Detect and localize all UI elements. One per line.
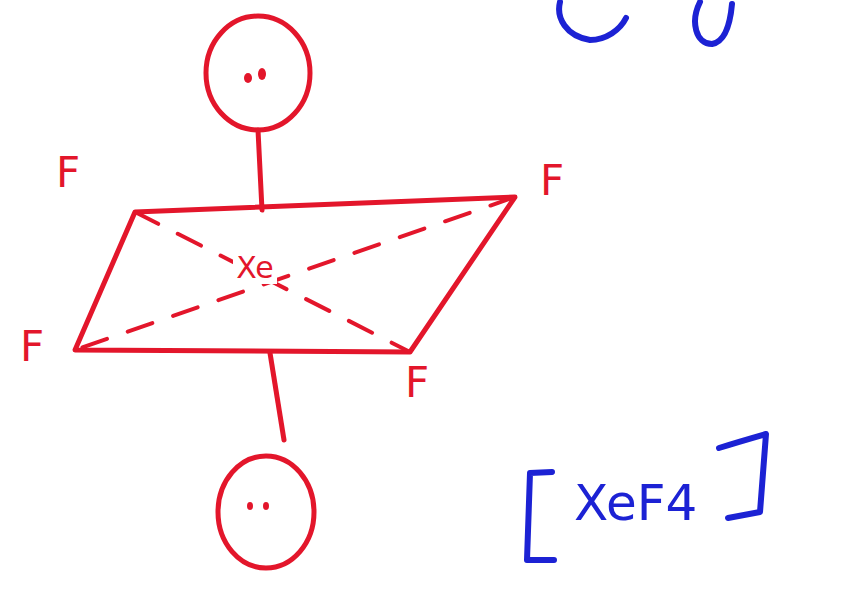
- bracket-left: [527, 472, 554, 560]
- formula-label: XeF4: [574, 478, 697, 528]
- atom-label: Xe: [233, 252, 277, 284]
- atom-label: F: [540, 160, 564, 202]
- atom-label: F: [56, 152, 80, 194]
- electron-dot: [247, 502, 253, 510]
- electron-dot: [244, 73, 252, 83]
- lone-pair-bottom: [218, 456, 314, 568]
- atom-label: F: [20, 326, 44, 368]
- lone-pair-top: [206, 16, 310, 130]
- electron-dot: [258, 68, 266, 80]
- electron-dot: [263, 502, 269, 510]
- bracket-right: [719, 434, 766, 518]
- partial-stroke: [695, 2, 732, 44]
- square-planar-plane: Xe: [70, 190, 520, 360]
- bond-line-top: [258, 130, 262, 210]
- plane-outline: [70, 190, 520, 360]
- bond-line-bottom: [270, 353, 284, 440]
- partial-stroke: [559, 2, 626, 40]
- atom-label: F: [405, 362, 429, 404]
